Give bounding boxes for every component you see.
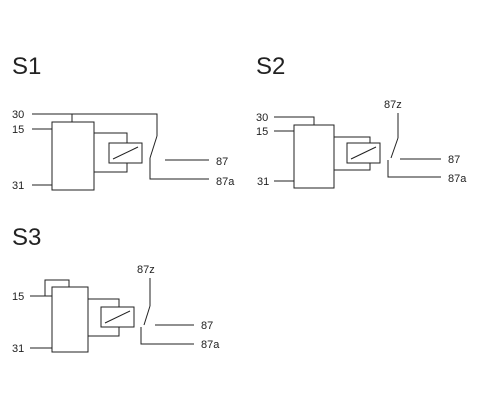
relay-body-s3 (51, 286, 89, 353)
pin-label-30: 30 (256, 112, 268, 124)
pin-label-87z: 87z (137, 264, 155, 276)
pin-label-87: 87 (448, 154, 460, 166)
diagram-title-s1: S1 (12, 53, 41, 80)
coil-diagonal-s3 (104, 310, 131, 324)
pin-label-87: 87 (216, 156, 228, 168)
relay-diagram-s1: S1 30 15 31 87 87a (12, 53, 235, 192)
diagram-title-s3: S3 (12, 224, 41, 251)
coil-diagonal-s1 (112, 146, 139, 160)
pin-label-31: 31 (12, 343, 24, 355)
pin-label-15: 15 (12, 124, 24, 136)
pin-label-15: 15 (12, 291, 24, 303)
pin-label-87a: 87a (216, 176, 235, 188)
pin-label-87a: 87a (448, 173, 467, 185)
relay-diagram-s3: S3 15 31 87z 87 87a (12, 224, 220, 355)
pin-label-87a: 87a (201, 339, 220, 351)
relay-diagram-s2: S2 30 15 31 87z 87 87a (256, 53, 467, 189)
relay-body-s1 (51, 121, 95, 191)
pin-label-15: 15 (256, 126, 268, 138)
pin-label-87z: 87z (384, 99, 402, 111)
pin-label-31: 31 (12, 180, 24, 192)
coil-diagonal-s2 (350, 146, 377, 160)
pin-label-30: 30 (12, 109, 24, 121)
pin-label-31: 31 (257, 176, 269, 188)
diagram-title-s2: S2 (256, 53, 285, 80)
relay-body-s2 (293, 124, 335, 189)
pin-label-87: 87 (201, 320, 213, 332)
